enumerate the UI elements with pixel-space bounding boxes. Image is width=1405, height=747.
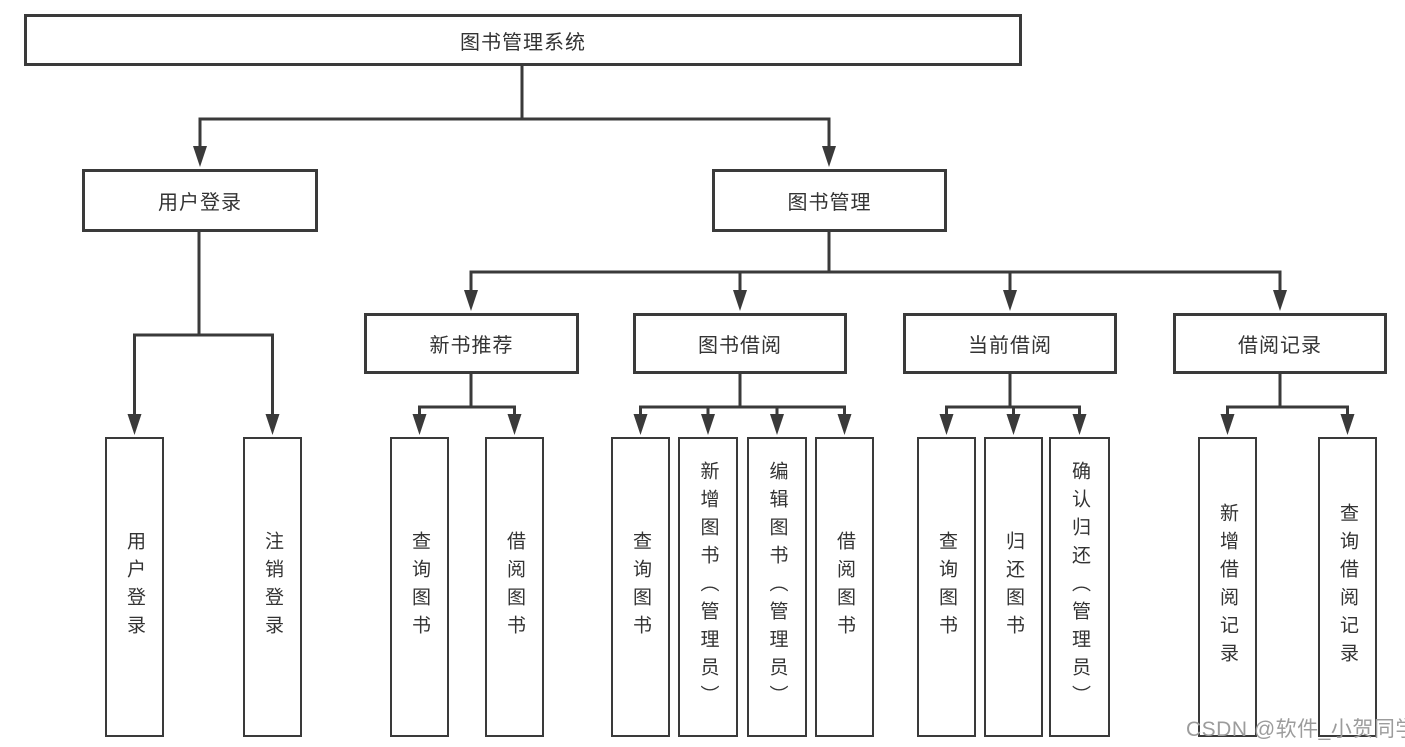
- leaf-confirm-return-admin: 确认归还（管理员）: [1049, 437, 1110, 737]
- leaf-edit-book-admin: 编辑图书（管理员）: [747, 437, 807, 737]
- leaf-borrow-query-books: 查询图书: [611, 437, 670, 737]
- node-current-borrow-label: 当前借阅: [968, 335, 1052, 357]
- leaf-return-book-label: 归还图书: [1003, 531, 1024, 643]
- leaf-newbook-query-books-label: 查询图书: [409, 531, 430, 643]
- node-new-book-recommend: 新书推荐: [364, 313, 579, 374]
- node-borrow-record-label: 借阅记录: [1238, 335, 1322, 357]
- leaf-borrow-borrow-books-label: 借阅图书: [834, 531, 855, 643]
- leaf-current-query-books-label: 查询图书: [936, 531, 957, 643]
- node-book-borrow: 图书借阅: [633, 313, 847, 374]
- leaf-add-borrow-record-label: 新增借阅记录: [1217, 503, 1238, 671]
- leaf-newbook-borrow-books: 借阅图书: [485, 437, 544, 737]
- node-root: 图书管理系统: [24, 14, 1022, 66]
- leaf-query-borrow-record: 查询借阅记录: [1318, 437, 1377, 737]
- node-current-borrow: 当前借阅: [903, 313, 1117, 374]
- leaf-edit-book-admin-label: 编辑图书（管理员）: [766, 461, 788, 713]
- leaf-borrow-borrow-books: 借阅图书: [815, 437, 874, 737]
- node-borrow-record: 借阅记录: [1173, 313, 1387, 374]
- leaf-return-book: 归还图书: [984, 437, 1043, 737]
- leaf-add-book-admin: 新增图书（管理员）: [678, 437, 738, 737]
- node-user-login-label: 用户登录: [158, 192, 242, 214]
- leaf-newbook-borrow-books-label: 借阅图书: [504, 531, 525, 643]
- node-new-book-recommend-label: 新书推荐: [429, 335, 514, 357]
- leaf-newbook-query-books: 查询图书: [390, 437, 449, 737]
- watermark: CSDN @软件_小贺同学: [1186, 718, 1405, 741]
- leaf-user-login: 用户登录: [105, 437, 164, 737]
- node-book-management-label: 图书管理: [787, 192, 872, 214]
- leaf-borrow-query-books-label: 查询图书: [630, 531, 651, 643]
- leaf-current-query-books: 查询图书: [917, 437, 976, 737]
- leaf-confirm-return-admin-label: 确认归还（管理员）: [1069, 461, 1090, 713]
- leaf-user-login-label: 用户登录: [124, 531, 145, 643]
- leaf-logout-label: 注销登录: [262, 531, 283, 643]
- node-root-label: 图书管理系统: [460, 31, 586, 54]
- node-book-management: 图书管理: [712, 169, 947, 232]
- node-user-login: 用户登录: [82, 169, 318, 232]
- leaf-add-borrow-record: 新增借阅记录: [1198, 437, 1257, 737]
- node-book-borrow-label: 图书借阅: [698, 335, 782, 357]
- leaf-logout: 注销登录: [243, 437, 302, 737]
- leaf-add-book-admin-label: 新增图书（管理员）: [697, 461, 719, 713]
- leaf-query-borrow-record-label: 查询借阅记录: [1337, 503, 1358, 671]
